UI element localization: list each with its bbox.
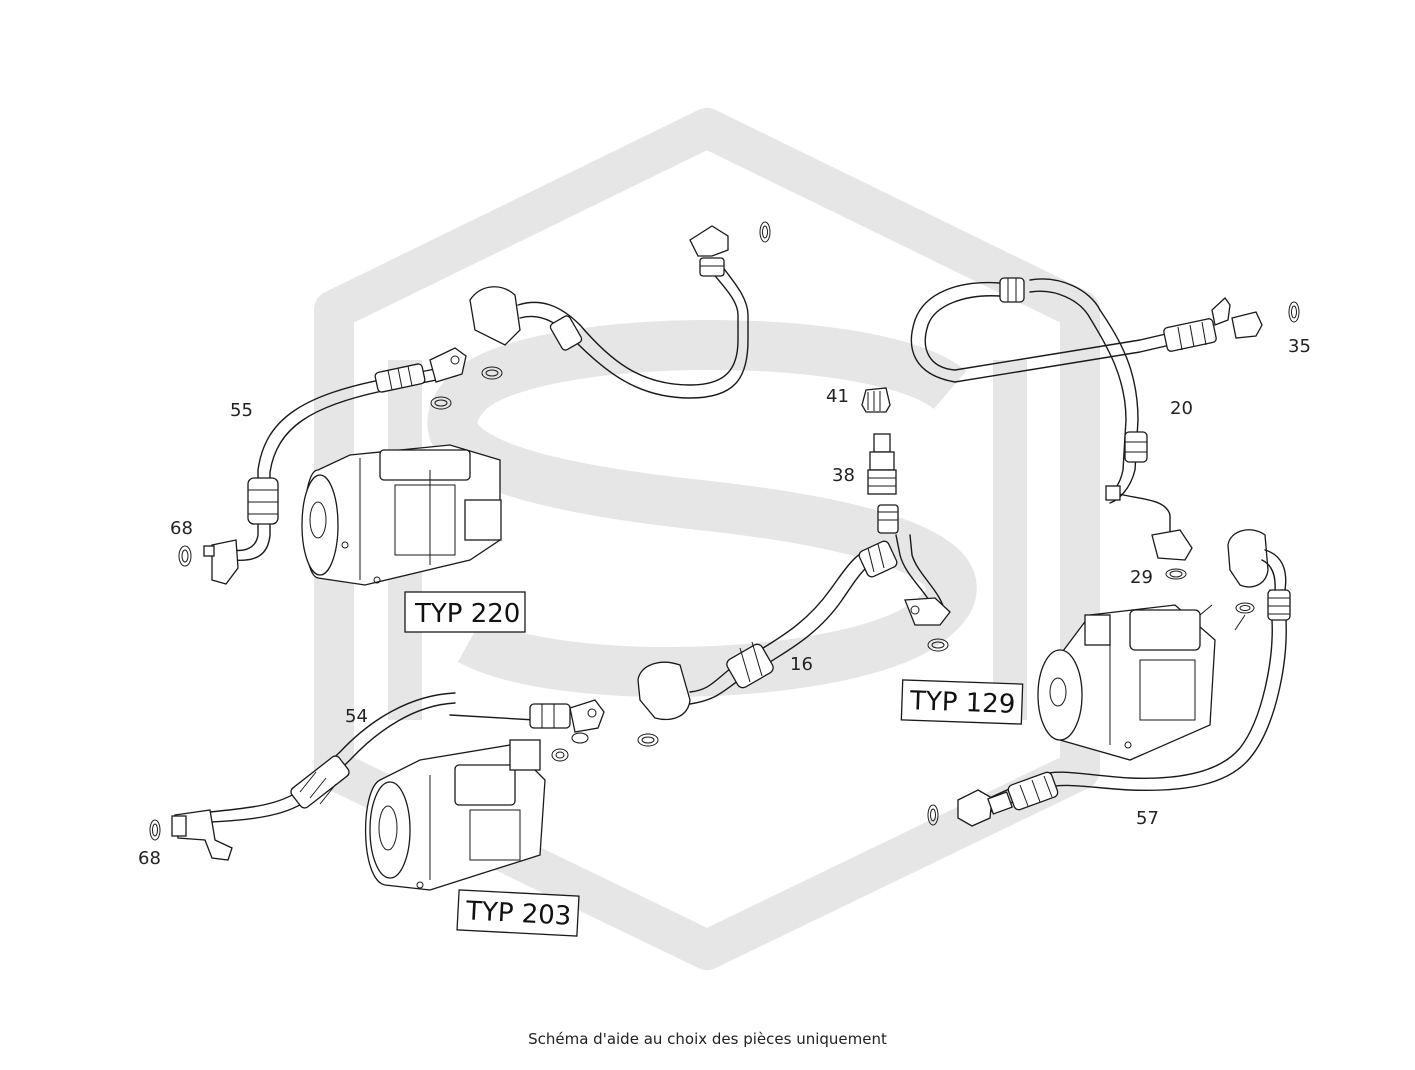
oring-68-bottom-icon <box>149 819 161 841</box>
oring-16-a-icon <box>637 733 659 747</box>
callout-68-bottom: 68 <box>138 848 161 869</box>
callout-20: 20 <box>1170 398 1193 419</box>
pipe-20-end-fitting-icon <box>1151 529 1193 561</box>
hose-54-ferrule <box>290 755 350 809</box>
callout-35: 35 <box>1288 336 1311 357</box>
valve-cap-41-icon <box>861 387 891 413</box>
callout-41: 41 <box>826 386 849 407</box>
oring-29-icon <box>1165 568 1187 580</box>
leader-line <box>1199 604 1213 616</box>
hose-57-fitting-icon <box>1227 529 1269 588</box>
valve-connector-icon <box>877 504 899 534</box>
oring-54-a-icon <box>551 748 569 762</box>
hose-54 <box>171 692 605 861</box>
callout-29: 29 <box>1130 567 1153 588</box>
oring-55-icon <box>430 396 452 410</box>
pipe-20 <box>910 277 1263 561</box>
leader-line-2 <box>1234 614 1246 631</box>
type-label-typ129: TYP 129 <box>900 679 1024 725</box>
oring-68-top-icon <box>178 545 192 567</box>
oring-16-b-icon <box>927 638 949 652</box>
suction-pipe-top <box>469 225 749 399</box>
disclaimer-caption: Schéma d'aide au choix des pièces unique… <box>528 1030 887 1048</box>
hose-57 <box>957 529 1291 827</box>
callout-68-top: 68 <box>170 518 193 539</box>
callout-54: 54 <box>345 706 368 727</box>
hose-55-end-fitting <box>211 539 239 585</box>
callout-38: 38 <box>832 465 855 486</box>
callout-57: 57 <box>1136 808 1159 829</box>
hose-55 <box>203 347 467 585</box>
typ220-text: TYP 220 <box>414 599 520 629</box>
hose-55-ferrule-lower <box>247 477 279 525</box>
oring-57-icon <box>927 804 939 826</box>
compressor-typ129-icon <box>1037 604 1216 761</box>
oring-35-icon <box>1288 301 1300 323</box>
oring-suction-mid-icon <box>481 366 503 380</box>
oring-57-top-icon <box>1235 602 1255 614</box>
oring-suction-top-icon <box>759 221 771 243</box>
hose-55-ferrule <box>374 363 426 393</box>
compressor-typ220-icon <box>301 444 502 586</box>
valve-38-icon <box>867 433 897 495</box>
pipe-16-fitting-icon <box>637 661 691 721</box>
type-label-typ220: TYP 220 <box>404 591 526 633</box>
compressor-typ203-icon <box>364 739 546 891</box>
typ129-text: TYP 129 <box>908 686 1015 720</box>
callout-55: 55 <box>230 400 253 421</box>
typ203-text: TYP 203 <box>464 896 572 932</box>
type-label-typ203: TYP 203 <box>456 889 580 937</box>
suction-pipe-fitting-icon <box>469 286 521 346</box>
pipe-16 <box>637 534 951 721</box>
callout-16: 16 <box>790 654 813 675</box>
oring-54-b-icon <box>571 732 589 744</box>
